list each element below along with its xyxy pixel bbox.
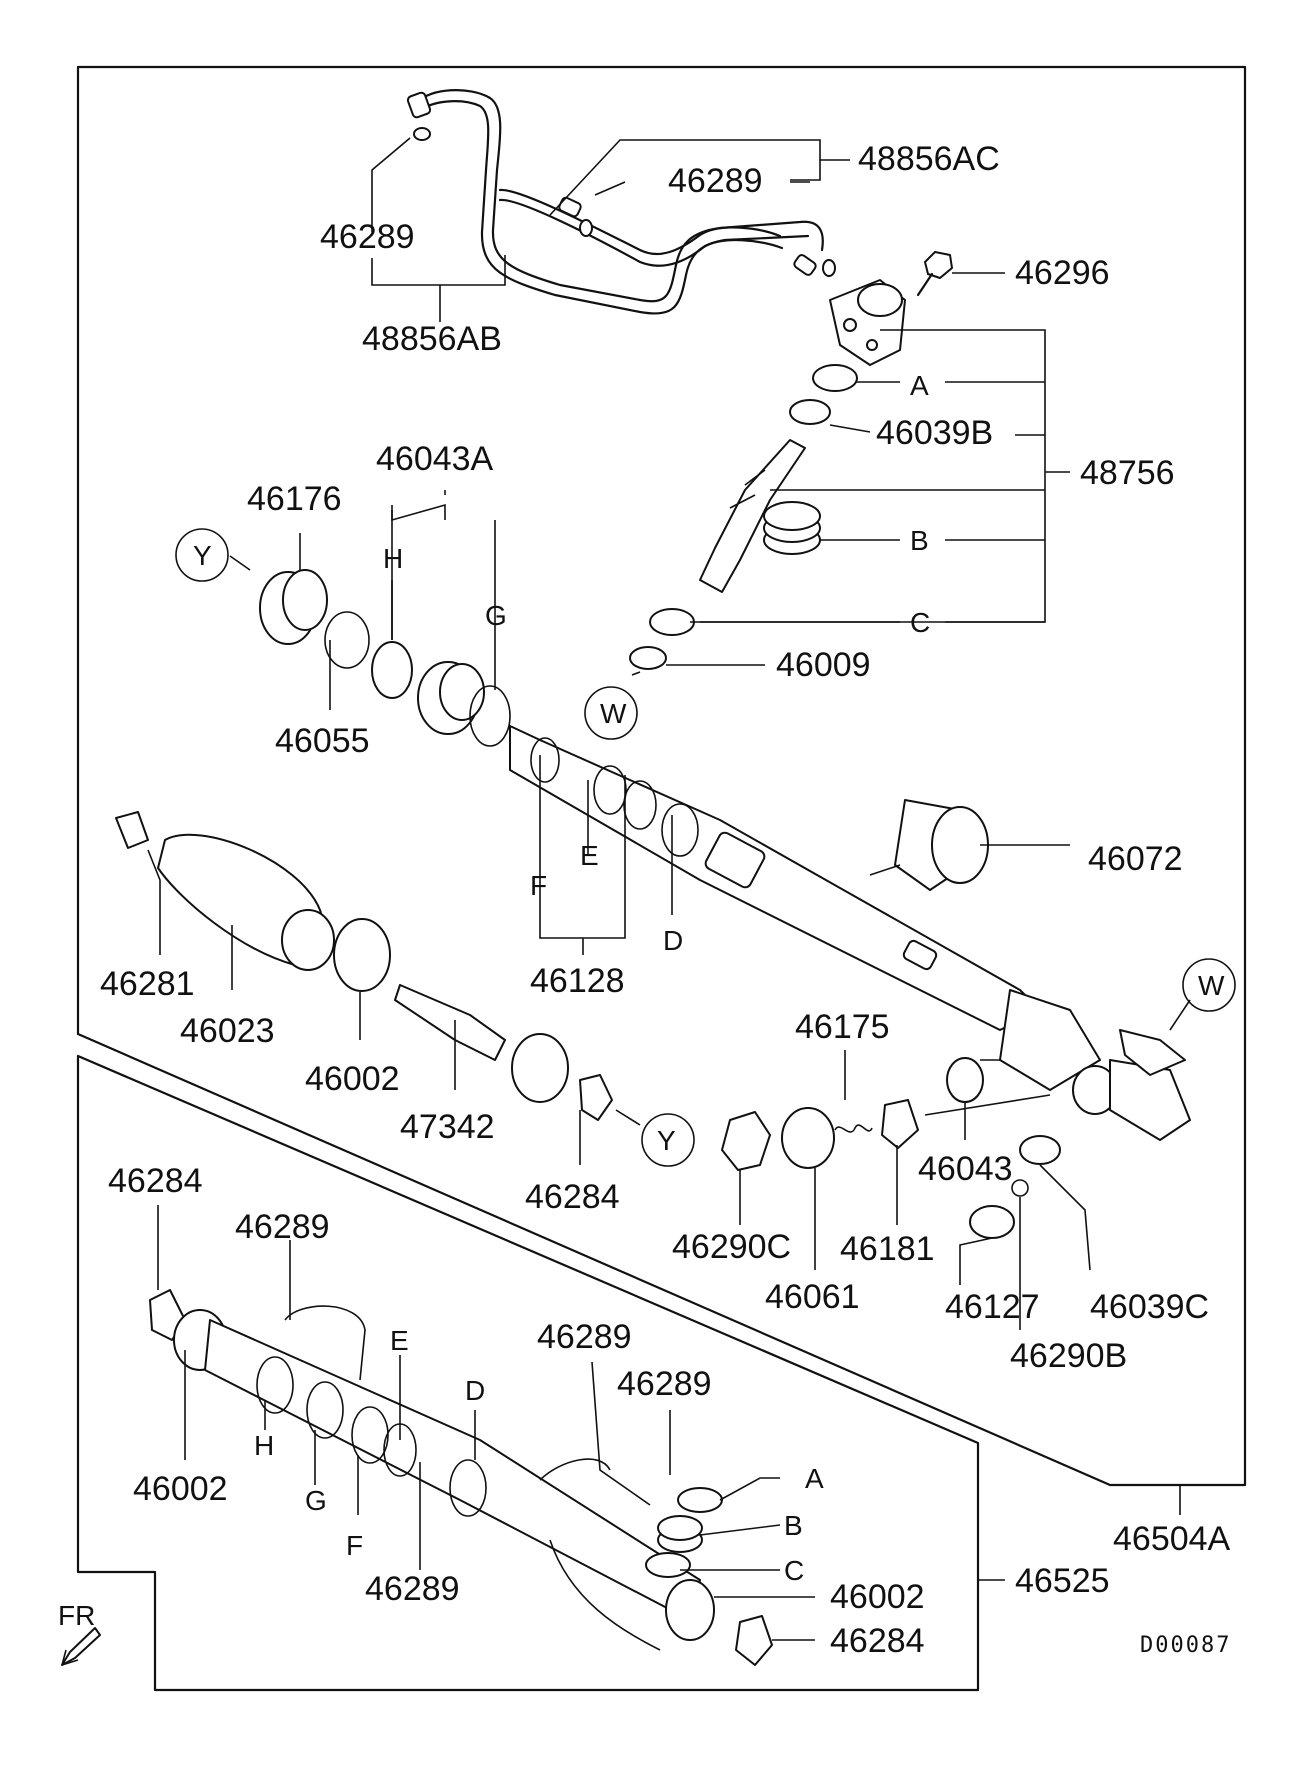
valve-housing (829, 251, 953, 366)
label-48856AB: 48856AB (362, 320, 502, 358)
label-B-bot: B (784, 1510, 803, 1541)
label-48756: 48756 (1080, 454, 1175, 492)
label-W-top: W (600, 698, 627, 729)
label-46284-mid: 46284 (525, 1178, 620, 1216)
label-46289-left: 46289 (320, 218, 415, 256)
label-46290C: 46290C (672, 1228, 791, 1266)
label-46525: 46525 (1015, 1562, 1110, 1600)
frame-lines (76, 65, 1247, 1692)
lower-rack-assembly (149, 1289, 773, 1666)
label-46284-bl: 46284 (108, 1162, 203, 1200)
label-46181: 46181 (840, 1230, 935, 1268)
label-A-bot: A (805, 1463, 824, 1494)
label-46289-b1: 46289 (537, 1318, 632, 1356)
label-46289-top: 46289 (668, 162, 763, 200)
label-48856AC: 48856AC (858, 140, 1000, 178)
label-46289-bl: 46289 (235, 1208, 330, 1246)
label-F-top: F (530, 870, 547, 901)
leader-lines (147, 137, 1191, 1641)
fr-arrow (61, 1627, 101, 1666)
label-46002-br: 46002 (830, 1578, 925, 1616)
label-46002-bl: 46002 (133, 1470, 228, 1508)
label-B-top: B (910, 525, 929, 556)
label-H-bot: H (254, 1430, 274, 1461)
label-46043: 46043 (918, 1150, 1013, 1188)
right-components (721, 1057, 1061, 1239)
label-46284-br: 46284 (830, 1622, 925, 1660)
label-46281: 46281 (100, 965, 195, 1003)
callout-circles (175, 528, 1236, 1167)
label-46061: 46061 (765, 1278, 860, 1316)
label-fr: FR (58, 1600, 95, 1631)
part-labels: 48856AC 46289 46289 48856AB 46296 A 4603… (58, 140, 1231, 1660)
label-46072: 46072 (1088, 840, 1183, 878)
label-W-right: W (1198, 970, 1225, 1001)
diagram-code: D00087 (1140, 1633, 1231, 1658)
label-D-bot: D (465, 1375, 485, 1406)
label-46009: 46009 (776, 646, 871, 684)
label-E-top: E (580, 840, 599, 871)
label-A-top: A (910, 370, 929, 401)
label-46289-b2: 46289 (617, 1365, 712, 1403)
label-Y-mid: Y (657, 1125, 676, 1156)
pressure-lines (406, 89, 836, 315)
label-46055: 46055 (275, 722, 370, 760)
label-46039C: 46039C (1090, 1288, 1209, 1326)
label-D-top: D (663, 925, 683, 956)
label-F-bot: F (346, 1530, 363, 1561)
label-46039B: 46039B (876, 414, 993, 452)
label-46043A: 46043A (376, 440, 494, 478)
label-H-top: H (383, 543, 403, 574)
label-46176: 46176 (247, 480, 342, 518)
label-46127: 46127 (945, 1288, 1040, 1326)
label-46175: 46175 (795, 1008, 890, 1046)
label-46002-top: 46002 (305, 1060, 400, 1098)
label-E-bot: E (390, 1325, 409, 1356)
label-Y-left: Y (193, 540, 212, 571)
label-46296: 46296 (1015, 254, 1110, 292)
pinion-assembly (629, 364, 858, 670)
label-46504A: 46504A (1113, 1520, 1231, 1558)
label-G-bot: G (305, 1485, 327, 1516)
rack-body (509, 725, 1191, 1141)
label-G-top: G (485, 600, 507, 631)
label-46023: 46023 (180, 1012, 275, 1050)
label-46128: 46128 (530, 962, 625, 1000)
label-46290B: 46290B (1010, 1337, 1127, 1375)
bushing-46072 (894, 799, 989, 891)
label-46289-b3: 46289 (365, 1570, 460, 1608)
label-47342: 47342 (400, 1108, 495, 1146)
label-C-bot: C (784, 1555, 804, 1586)
label-C-top: C (910, 607, 930, 638)
left-seals (259, 569, 511, 747)
boot-tie-rod (115, 811, 613, 1121)
